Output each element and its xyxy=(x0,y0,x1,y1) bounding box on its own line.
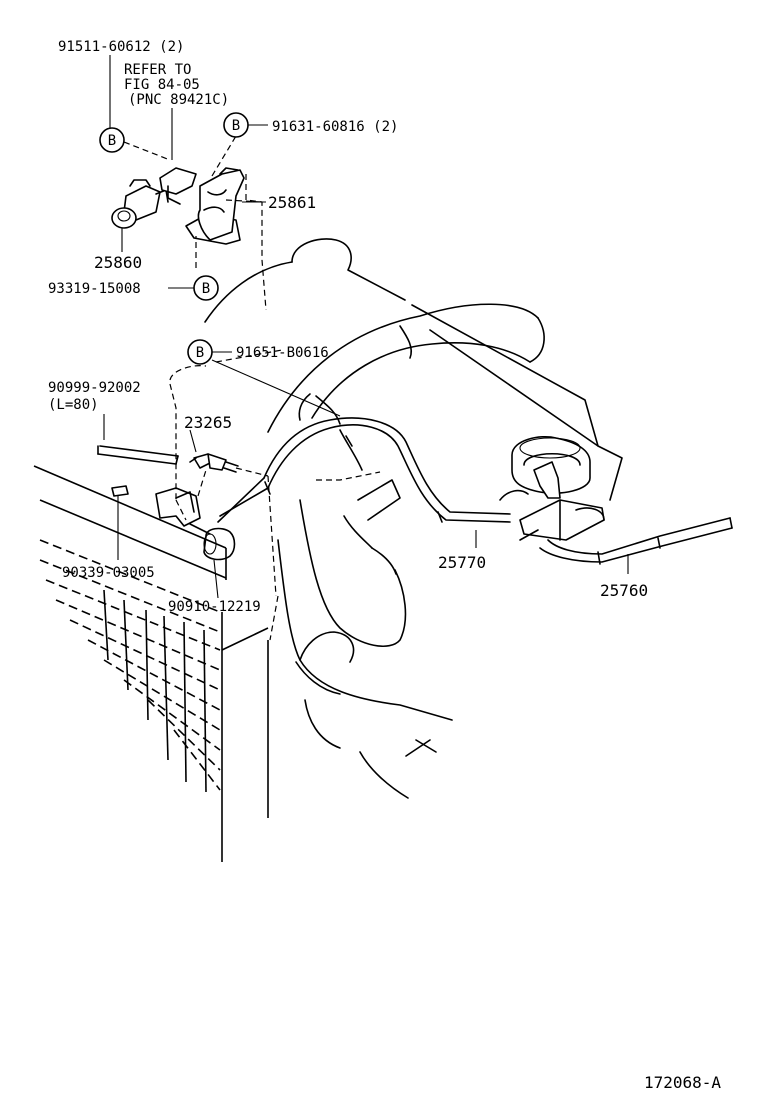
sensor-assembly xyxy=(97,349,381,641)
vacuum-hose-25760 xyxy=(539,517,733,565)
part-labels: 91511-60612 (2) REFER TO FIG 84-05 (PNC … xyxy=(48,39,721,1092)
label-nut-93319: 93319-15008 xyxy=(48,281,141,297)
label-hose-length: (L=80) xyxy=(48,397,99,413)
callout-b-4: B xyxy=(187,339,213,365)
label-hose-25770: 25770 xyxy=(438,553,486,572)
label-bracket-25861: 25861 xyxy=(268,193,316,212)
label-hose-90999: 90999-92002 xyxy=(48,380,141,396)
callout-b-label: B xyxy=(108,133,116,149)
egr-valve xyxy=(499,436,605,541)
callout-b-1: B xyxy=(99,127,125,153)
engine-outline xyxy=(204,238,623,501)
label-refer-line1: REFER TO xyxy=(124,62,191,78)
label-bolt-91511: 91511-60612 (2) xyxy=(58,39,184,55)
callout-b-3: B xyxy=(193,275,219,301)
callout-b-label: B xyxy=(202,281,210,297)
label-hose-90910: 90910-12219 xyxy=(168,599,261,615)
radiator-grid xyxy=(33,465,269,862)
label-bolt-91651: 91651-B0616 xyxy=(236,345,329,361)
vacuum-hose-25770 xyxy=(217,417,511,523)
air-intake-hose xyxy=(267,303,545,433)
label-sensor-23265: 23265 xyxy=(184,413,232,432)
label-refer-line3: (PNC 89421C) xyxy=(128,92,229,108)
label-refer-line2: FIG 84-05 xyxy=(124,77,200,93)
leader-lines xyxy=(103,55,629,599)
callout-b-2: B xyxy=(223,112,249,138)
label-bolt-91631: 91631-60816 (2) xyxy=(272,119,398,135)
callout-b-label: B xyxy=(232,118,240,134)
label-hose-25760: 25760 xyxy=(600,581,648,600)
vsv-assembly xyxy=(111,135,267,311)
figure-number: 172068-A xyxy=(644,1073,721,1092)
callout-b-label: B xyxy=(196,345,204,361)
lower-hose xyxy=(277,429,453,799)
label-valve-25860: 25860 xyxy=(94,253,142,272)
label-clip-90339: 90339-03005 xyxy=(62,565,155,581)
